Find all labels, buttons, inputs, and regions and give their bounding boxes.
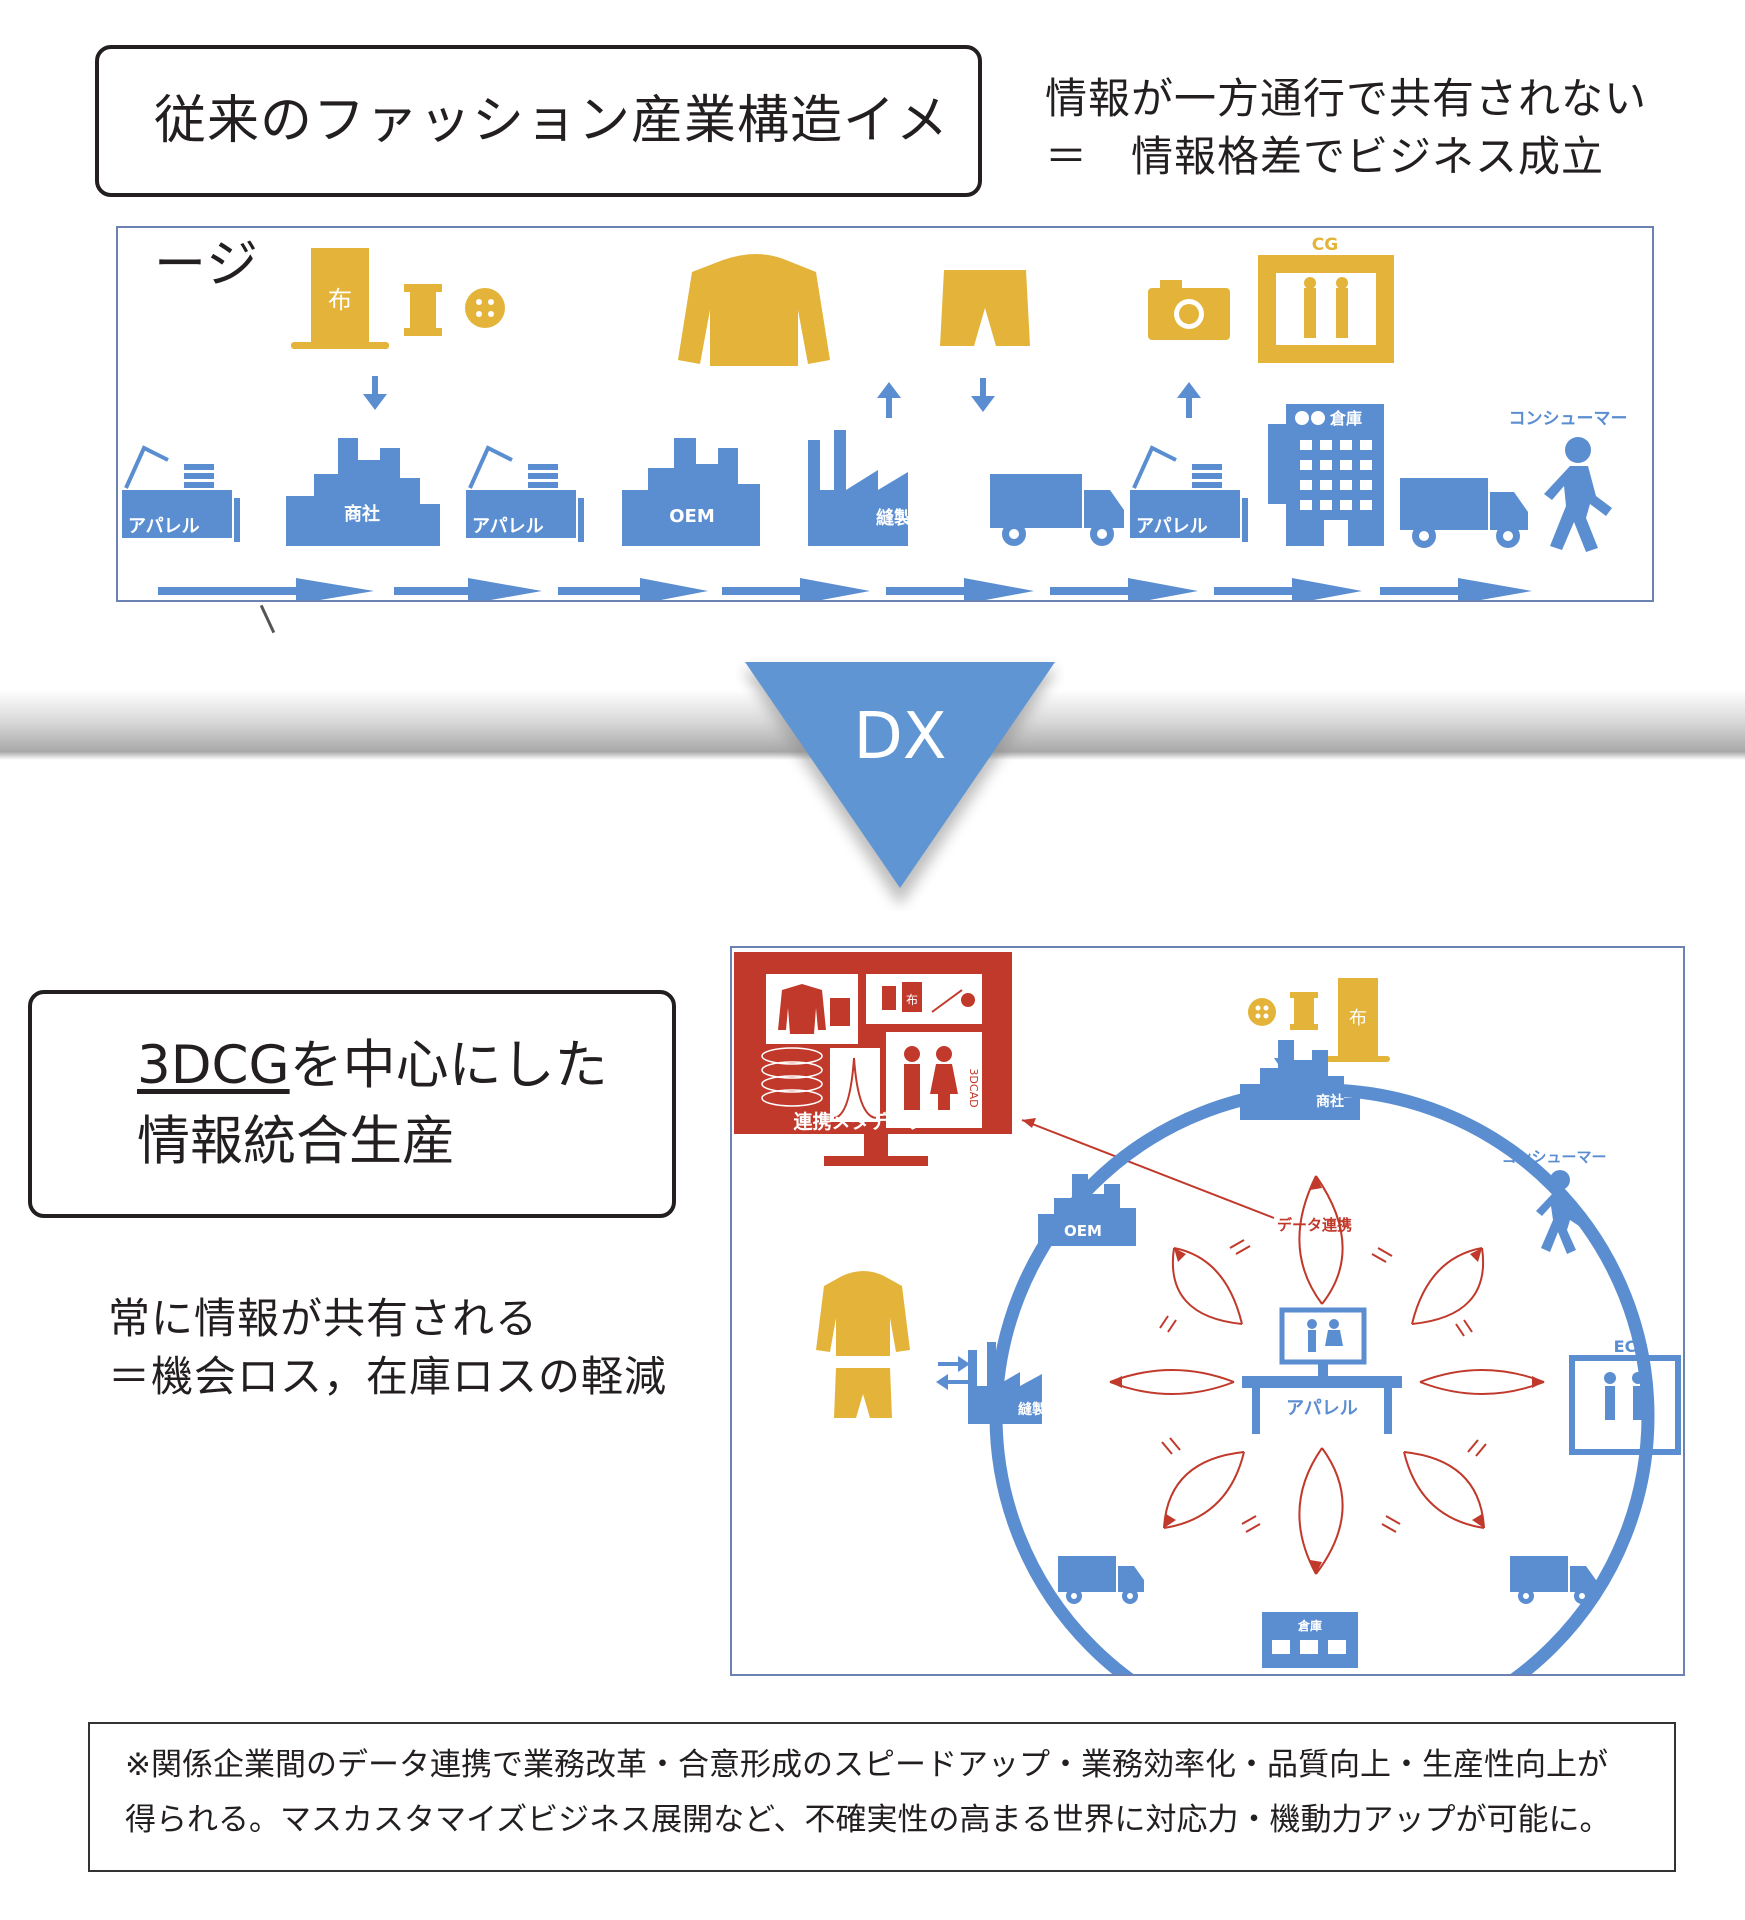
- top-title-box: 従来のファッション産業構造イメージ: [95, 45, 982, 295]
- traditional-flow-panel: 布 CG アパレル: [116, 226, 1654, 604]
- oem-label: OEM: [669, 506, 715, 527]
- sewing-factory: 縫製: [808, 430, 912, 546]
- integrated-panel: 布 3DCAD 連携メタデータ 布 商社 コンシューマー: [730, 946, 1685, 1749]
- exchange-arrows-sewing: [936, 1356, 970, 1390]
- ring-truck-left: [1058, 1556, 1144, 1604]
- bottom-note: 常に情報が共有される ＝機会ロス，在庫ロスの軽減: [108, 1290, 728, 1406]
- center-apparel: アパレル: [1242, 1307, 1402, 1434]
- thread-spool-icon: [404, 284, 442, 336]
- warehouse-label: 倉庫: [1329, 409, 1362, 428]
- walking-person-icon: [1544, 437, 1612, 552]
- monitor-cloth-label: 布: [906, 993, 918, 1007]
- stray-mark: [259, 604, 276, 634]
- footer-line2: 得られる。マスカスタマイズビジネス展開など、不確実性の高まる世界に対応力・機動力…: [125, 1802, 1611, 1838]
- shorts-icon: [940, 270, 1030, 346]
- traditional-flow-diagram: 布 CG アパレル: [122, 235, 1628, 604]
- warehouse-building: 倉庫: [1268, 404, 1384, 546]
- bottom-note-line2: ＝機会ロス，在庫ロスの軽減: [108, 1352, 668, 1401]
- cg-film-icon: CG: [1258, 235, 1394, 363]
- top-spool-icon: [1290, 992, 1318, 1030]
- ring-shorts-icon: [834, 1368, 892, 1418]
- up-arrow-camera: [1177, 382, 1201, 418]
- apparel-desk-1: アパレル: [122, 445, 240, 542]
- top-note-line1: 情報が一方通行で共有されない: [1045, 74, 1648, 123]
- metadata-monitor: 布 3DCAD: [734, 952, 1012, 1166]
- ring-oem-building: OEM: [1038, 1174, 1136, 1246]
- trading-building: 商社: [286, 438, 440, 546]
- cg-label: CG: [1312, 235, 1338, 255]
- data-link-arrows: [1109, 1175, 1545, 1575]
- small-exchange-marks: [1159, 1239, 1487, 1533]
- ring-sewing-label: 縫製: [1018, 1401, 1046, 1418]
- ring-trading-label: 商社: [1316, 1093, 1344, 1110]
- integrated-diagram: 布 3DCAD 連携メタデータ 布 商社 コンシューマー: [734, 952, 1681, 1749]
- center-apparel-label: アパレル: [1286, 1398, 1358, 1419]
- top-cloth-label: 布: [1349, 1008, 1367, 1029]
- bottom-note-line1: 常に情報が共有される: [108, 1294, 539, 1343]
- oem-building: OEM: [622, 438, 760, 546]
- ring-truck-right: [1510, 1556, 1596, 1604]
- down-arrow-sewing: [971, 378, 995, 412]
- cad-label: 3DCAD: [967, 1068, 980, 1107]
- sewing-label: 縫製: [876, 507, 912, 529]
- dx-triangle: DX: [743, 662, 1057, 906]
- button-icon: [465, 288, 505, 328]
- cloth-roll-icon: 布: [291, 248, 389, 349]
- ring-consumer-label: コンシューマー: [1501, 1148, 1606, 1166]
- ring-walking-person-icon: [1536, 1170, 1586, 1254]
- ring-sewing-factory: 縫製: [968, 1342, 1046, 1424]
- top-title: 従来のファッション産業構造イメージ: [154, 91, 950, 295]
- cloth-label: 布: [328, 286, 352, 314]
- apparel-label-3: アパレル: [1136, 516, 1208, 537]
- ring-ec-icon: EC: [1569, 1337, 1681, 1455]
- down-arrow-trading: [363, 376, 387, 410]
- apparel-desk-2: アパレル: [466, 445, 584, 542]
- top-button-icon: [1248, 998, 1276, 1026]
- dx-label: DX: [853, 700, 946, 774]
- top-cloth-icon: 布: [1326, 978, 1390, 1062]
- ring-warehouse-label: 倉庫: [1297, 1618, 1322, 1633]
- ec-label: EC: [1614, 1337, 1637, 1356]
- bottom-title-line1: を中心にした: [289, 1035, 608, 1096]
- footer-note: ※関係企業間のデータ連携で業務改革・合意形成のスピードアップ・業務効率化・品質向…: [88, 1722, 1676, 1872]
- apparel-label-1: アパレル: [128, 516, 200, 537]
- flow-arrows: [158, 578, 1532, 604]
- top-note-line2: ＝ 情報格差でビジネス成立: [1045, 132, 1605, 181]
- truck-2: [1400, 478, 1528, 548]
- data-link-arrowheads: [1110, 1176, 1544, 1574]
- apparel-label-2: アパレル: [472, 516, 544, 537]
- ring-trading-building: 商社: [1240, 1040, 1360, 1120]
- ring-sweater-icon: [816, 1271, 910, 1356]
- ring-oem-label: OEM: [1064, 1222, 1102, 1240]
- bottom-title-box: 3DCGを中心にした 情報統合生産: [28, 990, 676, 1218]
- up-arrow-sewing: [877, 382, 901, 418]
- ring-warehouse: 倉庫: [1262, 1612, 1358, 1668]
- metadata-label: 連携メタデータ: [793, 1110, 926, 1133]
- sweater-icon: [678, 254, 830, 366]
- bottom-title-3dcg: 3DCG: [137, 1035, 290, 1096]
- bottom-title-line2: 情報統合生産: [137, 1111, 455, 1172]
- top-note: 情報が一方通行で共有されない ＝ 情報格差でビジネス成立: [1045, 70, 1705, 186]
- truck-1: [990, 474, 1124, 546]
- footer-line1: ※関係企業間のデータ連携で業務改革・合意形成のスピードアップ・業務効率化・品質向…: [125, 1747, 1608, 1783]
- consumer-label: コンシューマー: [1509, 409, 1628, 429]
- apparel-desk-3: アパレル: [1130, 445, 1248, 542]
- camera-icon: [1148, 280, 1230, 340]
- data-link-label: データ連携: [1277, 1216, 1352, 1234]
- trading-label: 商社: [344, 503, 380, 525]
